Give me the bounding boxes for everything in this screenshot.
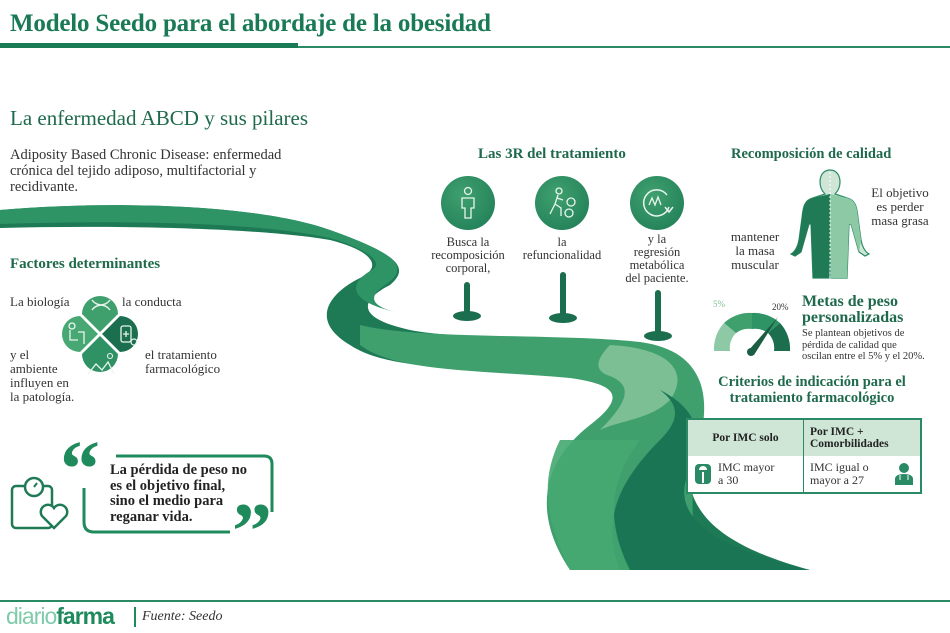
metabolic-cycle-icon	[630, 176, 684, 230]
r3-item-refuncionalidad	[535, 176, 589, 230]
scale-heart-icon	[10, 476, 69, 530]
r3-label-refuncionalidad: la refuncionalidad	[522, 235, 602, 262]
gauge-icon	[713, 312, 791, 356]
r3-label-regresion: y la regresión metabólica del paciente.	[625, 232, 689, 285]
dna-icon	[82, 295, 118, 332]
page-title: Modelo Seedo para el abordaje de la obes…	[10, 10, 491, 37]
person-walking-gears-icon	[535, 176, 589, 230]
footer-divider	[0, 600, 950, 602]
factor-label-conducta: la conducta	[122, 294, 182, 309]
metas-description: Se plantean objetivos de pérdida de cali…	[802, 328, 925, 362]
r3-item-regresion	[630, 176, 684, 230]
table-header-imc-solo: Por IMC solo	[688, 420, 804, 456]
title-underline-accent	[0, 43, 298, 48]
quote-frame	[82, 454, 274, 534]
doctor-icon	[895, 463, 913, 485]
factor-label-ambiente: y el ambiente influyen en la patología.	[10, 347, 75, 404]
table-header-imc-comorbilidades: Por IMC + Comorbilidades	[804, 420, 920, 456]
factores-heading: Factores determinantes	[10, 256, 161, 272]
logo-separator	[134, 607, 136, 627]
tres-r-heading: Las 3R del tratamiento	[478, 146, 626, 162]
section-subtitle: La enfermedad ABCD y sus pilares	[10, 106, 309, 130]
criterios-table: Por IMC solo Por IMC + Comorbilidades IM…	[686, 418, 922, 494]
source-text: Fuente: Seedo	[142, 609, 223, 624]
table-cell-imc-comorbilidades: IMC igual o mayor a 27	[804, 456, 920, 492]
table-cell-imc-solo: IMC mayor a 30	[688, 456, 804, 492]
nature-landscape-icon	[81, 336, 118, 375]
recomposicion-heading: Recomposición de calidad	[731, 146, 892, 162]
quote-text: La pérdida de peso no es el objetivo fin…	[110, 462, 247, 525]
r3-label-recomposicion: Busca la recomposición corporal,	[431, 235, 505, 275]
r3-item-recomposicion	[441, 176, 495, 230]
gauge-min-label: 5%	[713, 299, 725, 309]
title-underline	[298, 46, 950, 48]
open-quote-icon: “	[60, 426, 100, 514]
factor-label-tratamiento: el tratamiento farmacológico	[145, 347, 221, 376]
gauge-max-label: 20%	[772, 302, 789, 312]
diariofarma-logo: diariofarma	[6, 603, 115, 629]
criterios-heading: Criterios de indicación para el tratamie…	[718, 374, 906, 406]
abcd-description: Adiposity Based Chronic Disease: enferme…	[10, 147, 282, 195]
medicine-bottle-icon	[102, 316, 139, 352]
close-quote-icon: ”	[232, 488, 272, 576]
factores-clover	[61, 295, 139, 375]
person-at-desk-icon	[61, 316, 98, 352]
metas-heading: Metas de peso personalizadas	[802, 293, 904, 326]
recomp-mantener-text: mantener la masa muscular	[730, 229, 780, 272]
recomp-objetivo-text: El objetivo es perder masa grasa	[871, 185, 929, 228]
factor-label-biologia: La biología	[10, 294, 70, 309]
scale-icon	[695, 464, 711, 484]
body-anatomy-icon	[789, 169, 871, 279]
person-standing-icon	[441, 176, 495, 230]
